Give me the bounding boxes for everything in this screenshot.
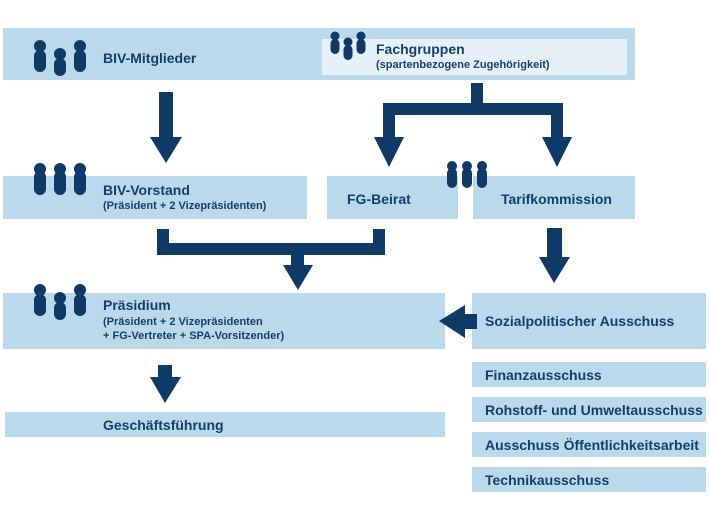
geschaeftsfuehrung-title: Geschäftsführung: [103, 417, 224, 433]
praesidium-title: Präsidium: [103, 297, 171, 313]
fachgruppen-subtitle: (spartenbezogene Zugehörigkeit): [376, 59, 550, 71]
fg-beirat-title: FG-Beirat: [347, 191, 411, 207]
praesidium-subtitle-line2: + FG-Vertreter + SPA-Vorsitzender): [103, 330, 285, 342]
committee-title: Finanzausschuss: [485, 367, 602, 383]
vorstand-box: [3, 176, 307, 219]
arrow-down-icon: [150, 92, 182, 163]
people-group-icon: [34, 40, 86, 76]
tarifkommission-title: Tarifkommission: [501, 191, 612, 207]
committee-box: [472, 467, 706, 492]
vorstand-subtitle: (Präsident + 2 Vizepräsidenten): [103, 200, 267, 212]
people-group-icon: [330, 31, 366, 60]
vorstand-title: BIV-Vorstand: [103, 182, 190, 198]
committee-box: [472, 432, 706, 457]
committee-box: [472, 362, 706, 387]
committee-box: [472, 397, 706, 422]
sozialpolitischer-ausschuss-box: [472, 293, 706, 349]
fachgruppen-box: [322, 39, 627, 75]
people-group-icon: [34, 163, 86, 195]
committee-title: Rohstoff- und Umweltausschuss: [485, 402, 703, 418]
fg-beirat-box: [327, 176, 458, 219]
arrow-left-icon: [439, 305, 477, 338]
fork-arrow-icon: [374, 83, 572, 167]
fachgruppen-title: Fachgruppen: [376, 41, 465, 57]
arrow-down-icon: [539, 228, 570, 283]
committee-title: Ausschuss Öffentlichkeitsarbeit: [485, 437, 699, 453]
people-group-icon: [34, 284, 86, 320]
committee-title: Technikausschuss: [485, 472, 610, 488]
tarifkommission-box: [473, 176, 635, 219]
people-group-icon: [447, 161, 487, 188]
geschaeftsfuehrung-box: [5, 412, 445, 437]
arrow-down-icon: [150, 365, 181, 403]
members-title: BIV-Mitglieder: [103, 50, 197, 66]
merge-arrow-icon: [157, 229, 385, 290]
sozialpolitischer-ausschuss-title: Sozialpolitischer Ausschuss: [485, 313, 675, 329]
praesidium-subtitle-line1: (Präsident + 2 Vizepräsidenten: [103, 316, 263, 328]
